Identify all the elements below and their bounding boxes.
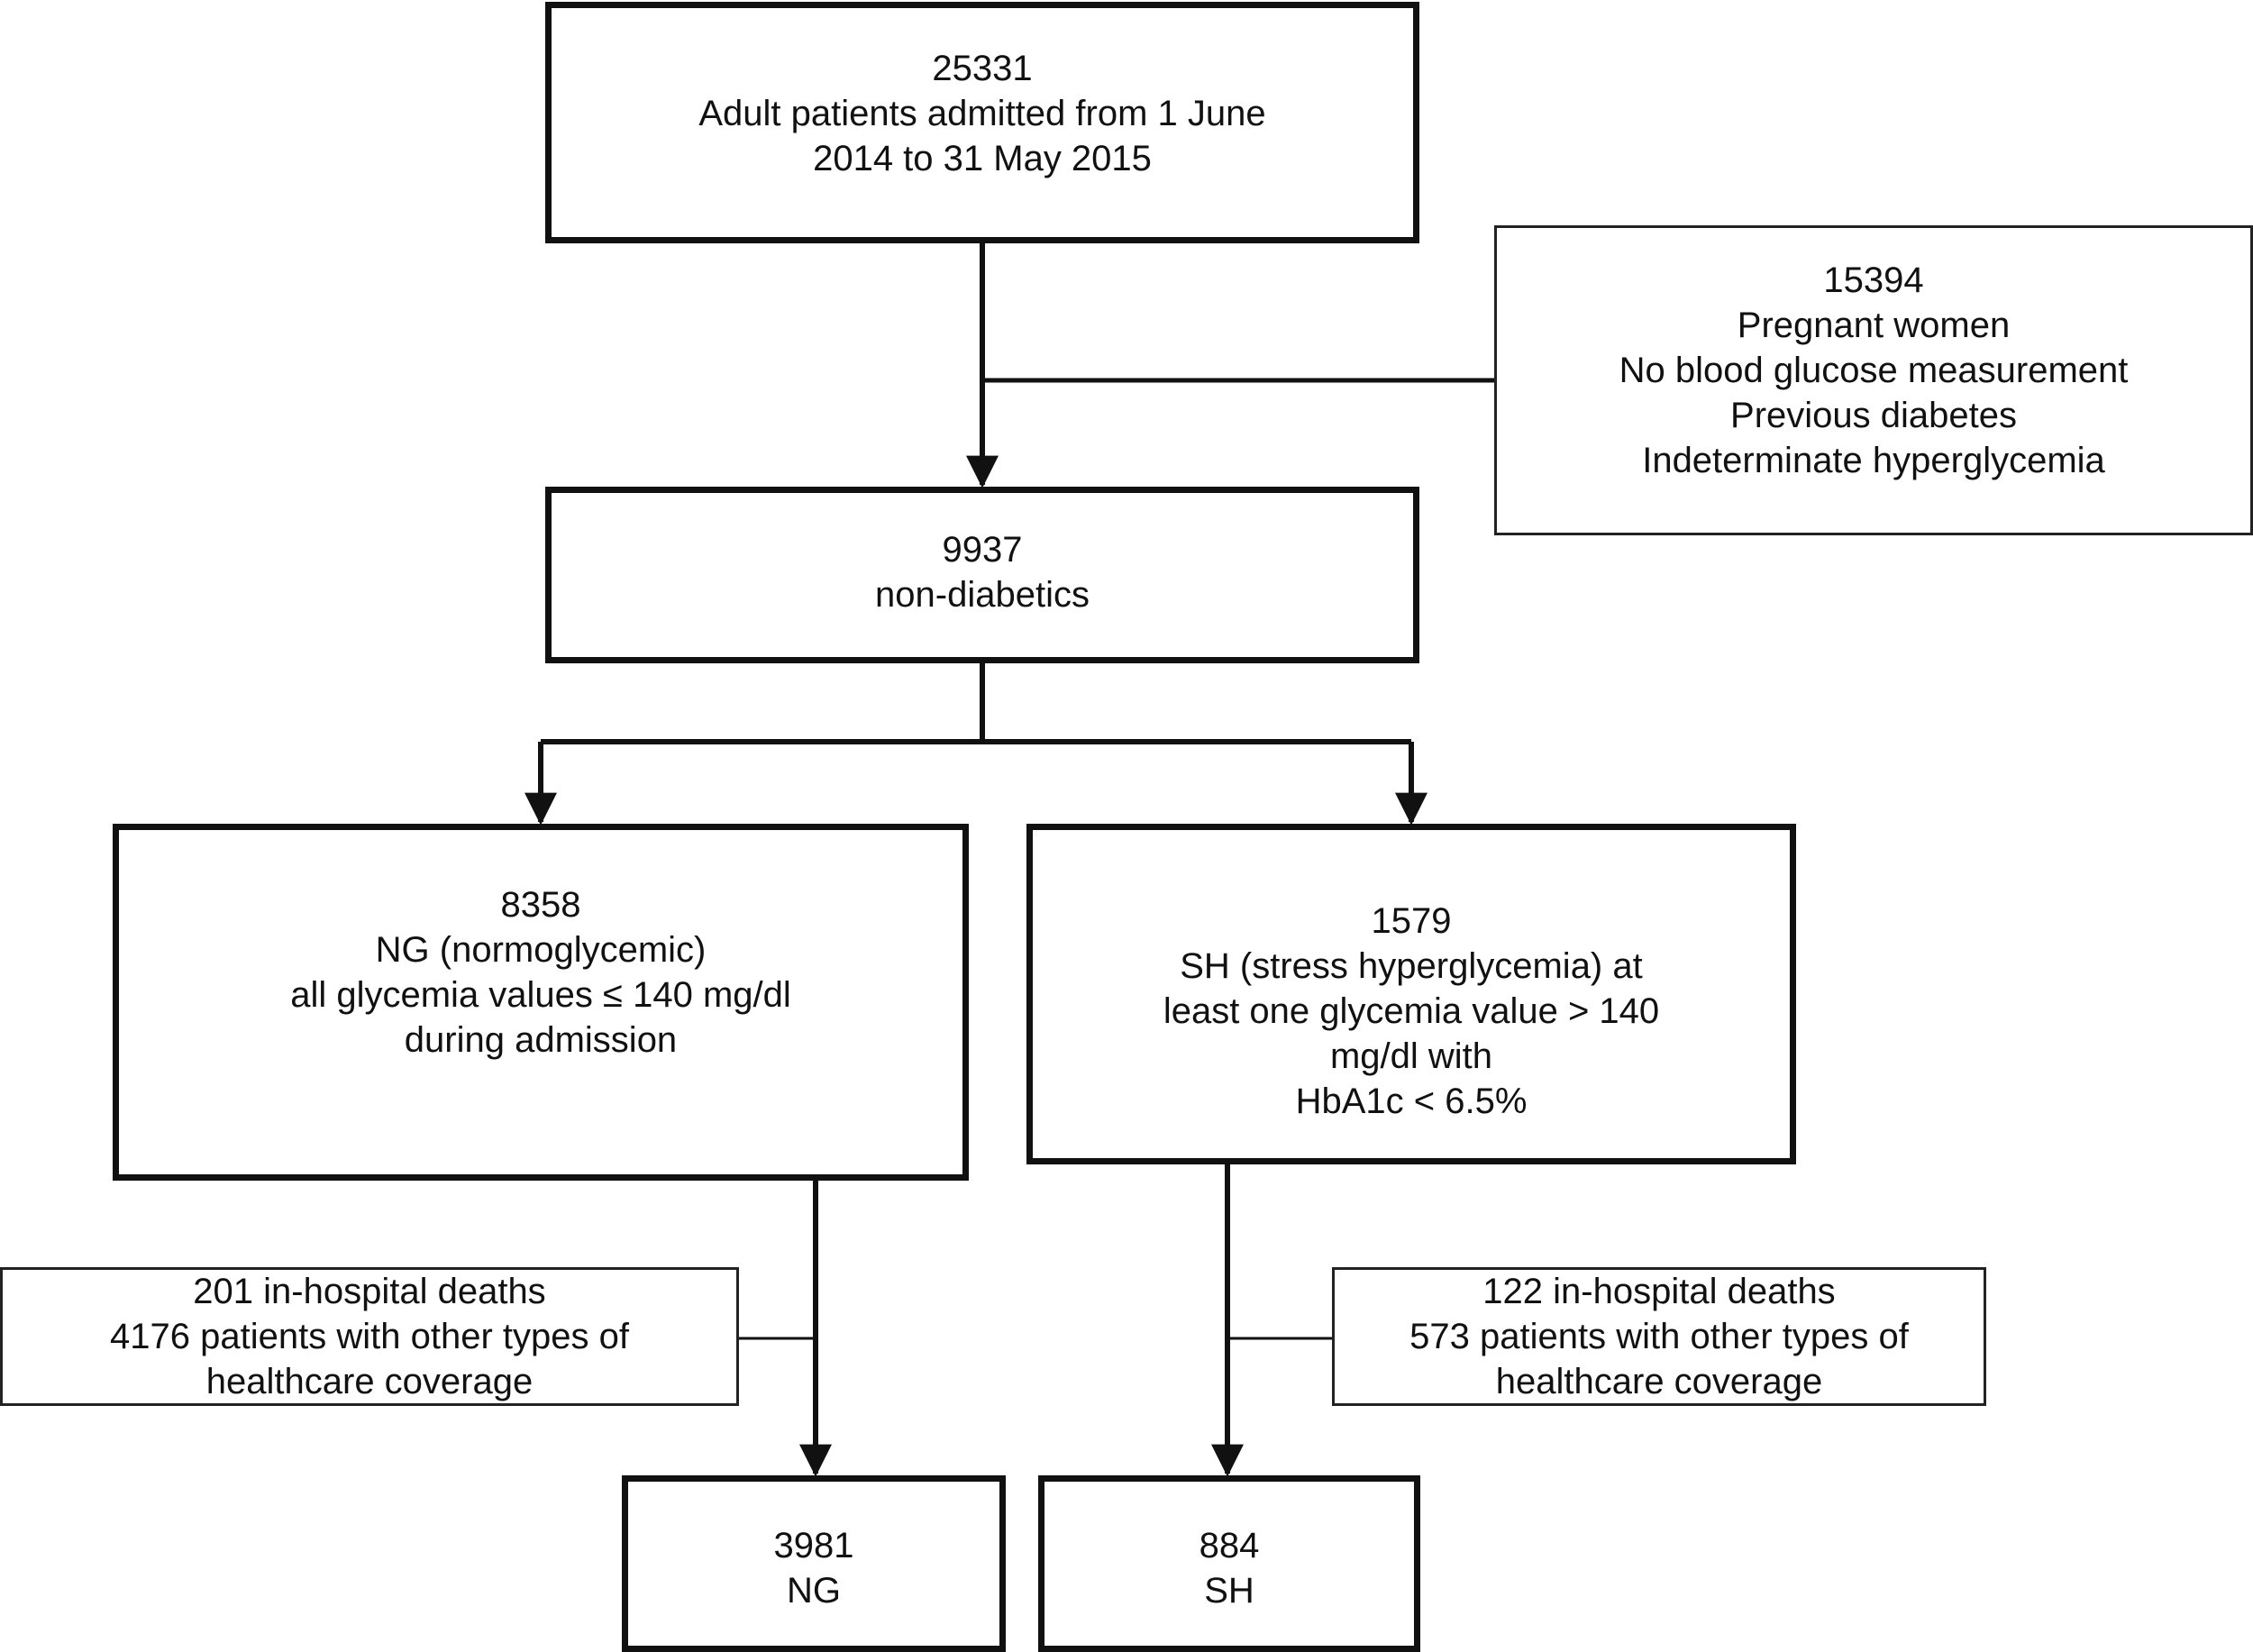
admitted-text-line-1: Adult patients admitted from 1 June bbox=[698, 94, 1266, 133]
excluded-box: 15394 Pregnant women No blood glucose me… bbox=[1494, 225, 2253, 535]
sh-label: SH (stress hyperglycemia) at bbox=[1180, 946, 1643, 986]
sh-excluded-coverage-line-2: healthcare coverage bbox=[1495, 1362, 1823, 1401]
sh-criteria-line-1: least one glycemia value > 140 bbox=[1163, 991, 1660, 1031]
admitted-box: 25331 Adult patients admitted from 1 Jun… bbox=[545, 2, 1419, 243]
sh-criteria-line-3: HbA1c < 6.5% bbox=[1295, 1082, 1528, 1121]
sh-excluded-box: 122 in-hospital deaths 573 patients with… bbox=[1332, 1267, 1986, 1406]
ng-final-box: 3981 NG bbox=[622, 1475, 1006, 1652]
non-diabetics-box: 9937 non-diabetics bbox=[545, 487, 1419, 663]
ng-criteria-line-2: during admission bbox=[404, 1020, 678, 1060]
excluded-reason-previous-diabetes: Previous diabetes bbox=[1730, 396, 2017, 435]
sh-count: 1579 bbox=[1371, 901, 1452, 941]
admitted-count: 25331 bbox=[932, 49, 1033, 88]
non-diabetics-count: 9937 bbox=[942, 530, 1023, 570]
ng-criteria-line-1: all glycemia values ≤ 140 mg/dl bbox=[290, 975, 791, 1015]
ng-final-count: 3981 bbox=[773, 1526, 854, 1565]
excluded-reason-pregnant: Pregnant women bbox=[1737, 306, 2011, 345]
non-diabetics-label: non-diabetics bbox=[875, 575, 1090, 615]
sh-excluded-deaths: 122 in-hospital deaths bbox=[1482, 1272, 1836, 1311]
ng-excluded-deaths: 201 in-hospital deaths bbox=[193, 1272, 546, 1311]
sh-box: 1579 SH (stress hyperglycemia) at least … bbox=[1026, 824, 1796, 1164]
ng-excluded-coverage-line-1: 4176 patients with other types of bbox=[110, 1317, 629, 1356]
ng-box: 8358 NG (normoglycemic) all glycemia val… bbox=[113, 824, 969, 1181]
admitted-text-line-2: 2014 to 31 May 2015 bbox=[813, 139, 1152, 178]
sh-final-label: SH bbox=[1204, 1571, 1254, 1611]
sh-excluded-coverage-line-1: 573 patients with other types of bbox=[1409, 1317, 1909, 1356]
ng-count: 8358 bbox=[500, 885, 581, 925]
ng-final-label: NG bbox=[787, 1571, 841, 1611]
sh-final-count: 884 bbox=[1199, 1526, 1260, 1565]
ng-excluded-coverage-line-2: healthcare coverage bbox=[205, 1362, 534, 1401]
ng-excluded-box: 201 in-hospital deaths 4176 patients wit… bbox=[0, 1267, 739, 1406]
excluded-reason-indeterminate: Indeterminate hyperglycemia bbox=[1642, 441, 2105, 480]
excluded-count: 15394 bbox=[1823, 260, 1924, 300]
sh-final-box: 884 SH bbox=[1038, 1475, 1420, 1652]
ng-label: NG (normoglycemic) bbox=[375, 930, 707, 970]
excluded-reason-no-glucose: No blood glucose measurement bbox=[1619, 351, 2129, 390]
sh-criteria-line-2: mg/dl with bbox=[1329, 1036, 1493, 1076]
